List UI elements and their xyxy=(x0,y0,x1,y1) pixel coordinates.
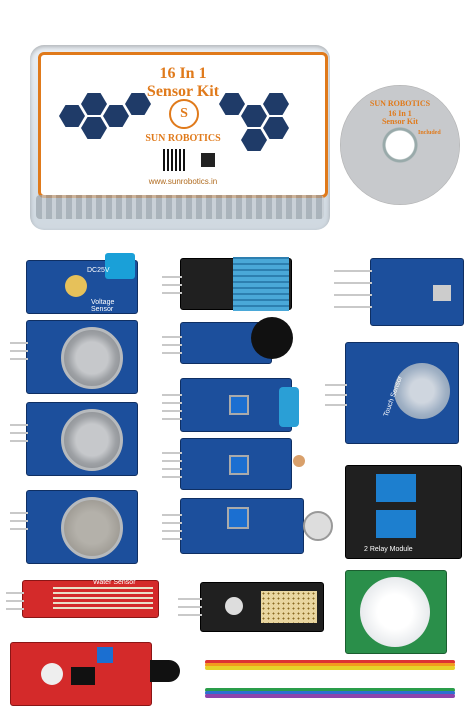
cd-disc: SUN ROBOTICS 16 In 1 Sensor Kit Included xyxy=(340,85,460,205)
buzzer-board xyxy=(180,317,293,364)
ir-led xyxy=(150,660,180,682)
jumper-wires-1 xyxy=(205,660,455,672)
voltage-label: Voltage Sensor xyxy=(91,299,115,313)
tilt-sensor-board xyxy=(180,378,299,432)
cd-title2: Sensor Kit xyxy=(381,117,419,126)
dht11-board xyxy=(180,257,292,311)
ldr-sensor-board xyxy=(180,438,305,490)
kit-title-line1: 16 In 1 xyxy=(159,65,207,82)
kit-box-label: 16 In 1 Sensor Kit S SUN ROBOTICS www.su… xyxy=(38,52,328,198)
water-sensor-board: Water Sensor xyxy=(22,579,159,618)
ultrasonic-proto-board xyxy=(200,582,324,632)
jumper-wires-2 xyxy=(205,688,455,700)
gas-sensor-board-3 xyxy=(26,490,138,564)
brand-logo: S xyxy=(169,99,199,129)
relay-label: 2 Relay Module xyxy=(364,546,413,553)
cd-title1: 16 In 1 xyxy=(388,109,412,118)
relay-module-board: 2 Relay Module xyxy=(345,465,462,559)
kit-box-bottom-tray xyxy=(36,195,324,219)
voltage-sensor-board: Voltage Sensor DC25V xyxy=(26,253,138,314)
kit-website: www.sunrobotics.in xyxy=(148,177,218,186)
water-sensor-label: Water Sensor xyxy=(93,579,136,586)
bmp-sensor-board xyxy=(370,258,464,326)
qr-code xyxy=(163,149,185,171)
pir-sensor-board xyxy=(345,570,447,654)
ir-sensor-board xyxy=(10,642,152,706)
gas-sensor-board-1 xyxy=(26,320,138,394)
chip-square xyxy=(201,153,215,167)
sound-sensor-board xyxy=(180,498,333,554)
touch-sensor-board: Touch Sensor xyxy=(345,342,459,444)
kit-title: 16 In 1 Sensor Kit xyxy=(41,65,325,101)
gas-sensor-board-2 xyxy=(26,402,138,476)
cd-subtitle: Included xyxy=(418,130,441,136)
kit-title-line2: Sensor Kit xyxy=(146,83,220,100)
cd-brand: SUN ROBOTICS xyxy=(369,99,431,108)
voltage-terminal-label: DC25V xyxy=(87,267,110,274)
kit-brand: SUN ROBOTICS xyxy=(145,133,221,144)
screw-terminal xyxy=(105,253,135,279)
potentiometer xyxy=(65,275,87,297)
